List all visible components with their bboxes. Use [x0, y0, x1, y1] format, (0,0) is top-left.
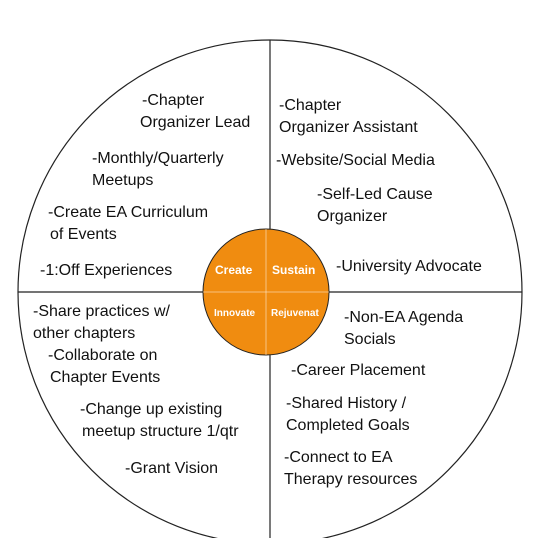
center-label-innovate: Innovate: [214, 308, 256, 319]
list-item: -Non-EA Agenda Socials: [344, 309, 468, 348]
list-item: -Share practices w/ other chapters: [33, 303, 174, 342]
quadrant-bottom-right: -Non-EA Agenda Socials -Career Placement…: [284, 309, 468, 488]
list-item: -Grant Vision: [125, 460, 218, 477]
list-item: -Career Placement: [291, 362, 426, 379]
list-item: -University Advocate: [336, 258, 482, 275]
list-item: -Chapter Organizer Lead: [140, 92, 250, 131]
list-item: -Shared History / Completed Goals: [286, 395, 411, 434]
list-item: -Self-Led Cause Organizer: [317, 186, 437, 225]
list-item: -Create EA Curriculum of Events: [48, 204, 213, 243]
list-item: -Connect to EA Therapy resources: [284, 449, 417, 488]
list-item: -Collaborate on Chapter Events: [48, 347, 162, 386]
center-label-rejuvenate: Rejuvenat: [271, 308, 319, 319]
list-item: -Monthly/Quarterly Meetups: [92, 150, 228, 189]
quadrant-top-right: -Chapter Organizer Assistant -Website/So…: [276, 97, 482, 275]
quadrant-top-left: -Chapter Organizer Lead -Monthly/Quarter…: [40, 92, 250, 279]
list-item: -Chapter Organizer Assistant: [279, 97, 418, 136]
quadrant-bottom-left: -Share practices w/ other chapters -Coll…: [33, 303, 239, 477]
list-item: -Website/Social Media: [276, 152, 435, 169]
center-label-create: Create: [215, 263, 253, 277]
center-label-sustain: Sustain: [272, 263, 315, 277]
list-item: -1:Off Experiences: [40, 262, 172, 279]
list-item: -Change up existing meetup structure 1/q…: [80, 401, 239, 440]
